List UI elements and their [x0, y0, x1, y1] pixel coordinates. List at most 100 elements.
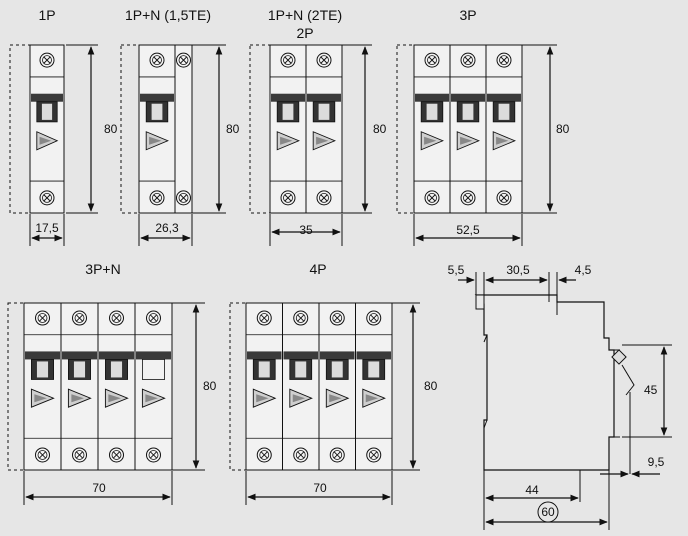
- breaker-pole: [305, 44, 343, 214]
- breaker-pole: [245, 302, 283, 471]
- width-dimension-3p: [413, 214, 523, 246]
- terminal-screw-icon: [176, 52, 191, 68]
- width-label-2p: 35: [299, 223, 313, 237]
- side-top-dimension: [458, 272, 576, 302]
- breaker-pole: [449, 44, 487, 214]
- terminal-screw-icon: [72, 310, 87, 326]
- terminal-screw-icon: [460, 52, 476, 68]
- terminal-screw-icon: [460, 190, 476, 206]
- terminal-screw-icon: [280, 190, 296, 206]
- title-4p: 4P: [309, 261, 326, 277]
- height-label-2p: 80: [373, 122, 387, 136]
- height-dimension-1p-n-15te: [190, 44, 226, 214]
- breaker-pole: [282, 302, 320, 471]
- terminal-screw-icon: [109, 310, 124, 326]
- width-dimension-1p: [29, 214, 65, 246]
- trip-indicator-icon: [420, 131, 444, 151]
- side-dim-60: 60: [541, 505, 555, 519]
- side-view-body: [474, 294, 615, 471]
- height-label-4p: 80: [424, 379, 438, 393]
- breaker-3p: [396, 44, 523, 214]
- terminal-screw-icon: [316, 52, 332, 68]
- side-dim-30-5: 30,5: [506, 263, 530, 277]
- terminal-screw-icon: [39, 190, 55, 206]
- terminal-screw-icon: [176, 190, 191, 206]
- breaker-pole: [134, 302, 173, 471]
- height-dimension-4p: [392, 302, 420, 471]
- width-label-3p-n: 70: [92, 481, 106, 495]
- breaker-1p-n-15te: [120, 44, 193, 214]
- terminal-screw-icon: [496, 190, 512, 206]
- breaker-pole: [355, 302, 393, 471]
- side-view: [474, 294, 635, 471]
- title-3p-n: 3P+N: [85, 261, 120, 277]
- terminal-screw-icon: [366, 310, 382, 326]
- side-dim-4-5: 4,5: [575, 263, 592, 277]
- terminal-screw-icon: [146, 310, 161, 326]
- title-2p: 2P: [296, 25, 313, 41]
- side-dim-44: 44: [525, 483, 539, 497]
- side-dim-60-circle: [537, 501, 559, 523]
- terminal-screw-icon: [149, 52, 165, 68]
- terminal-screw-icon: [35, 310, 50, 326]
- breaker-pole: [413, 44, 451, 214]
- terminal-screw-icon: [149, 190, 165, 206]
- width-dimension-1p-n-15te: [138, 214, 193, 246]
- side-bottom-dimension: [483, 470, 608, 530]
- breaker-pole: [485, 44, 523, 214]
- terminal-screw-icon: [256, 310, 272, 326]
- terminal-screw-icon: [39, 52, 55, 68]
- width-dimension-2p: [269, 214, 343, 246]
- width-dimension-4p: [245, 471, 393, 505]
- trip-indicator-icon: [325, 388, 350, 408]
- terminal-screw-icon: [424, 52, 440, 68]
- height-label-3p: 80: [556, 122, 570, 136]
- breaker-pole: [29, 44, 65, 214]
- title-3p: 3P: [459, 7, 476, 23]
- trip-indicator-icon: [141, 388, 166, 408]
- terminal-screw-icon: [496, 52, 512, 68]
- terminal-screw-icon: [293, 447, 309, 463]
- trip-indicator-icon: [145, 131, 169, 151]
- width-dimension-3p-n: [23, 471, 173, 505]
- trip-indicator-icon: [289, 388, 313, 408]
- trip-indicator-icon: [104, 388, 129, 408]
- terminal-screw-icon: [329, 447, 345, 463]
- side-right-dimension: [600, 392, 660, 530]
- trip-indicator-icon: [67, 388, 92, 408]
- breaker-pole: [138, 44, 176, 214]
- breaker-3p-n: [7, 302, 173, 471]
- terminal-screw-icon: [256, 447, 272, 463]
- terminal-screw-icon: [72, 447, 87, 463]
- width-label-1p-n-15te: 26,3: [155, 221, 179, 235]
- title-1p-n-2te: 1P+N (2TE): [268, 7, 342, 23]
- side-dim-5-5: 5,5: [448, 263, 465, 277]
- height-dimension-2p: [340, 44, 372, 214]
- terminal-screw-icon: [316, 190, 332, 206]
- breaker-pole: [269, 44, 307, 214]
- side-dim-45: 45: [644, 383, 658, 397]
- height-dimension-3p: [522, 44, 557, 214]
- trip-indicator-icon: [252, 388, 277, 408]
- terminal-screw-icon: [109, 447, 124, 463]
- width-label-4p: 70: [313, 481, 327, 495]
- height-dimension-3p-n: [172, 302, 205, 471]
- trip-indicator-icon: [312, 131, 336, 151]
- breaker-4p: [229, 302, 393, 471]
- trip-indicator-icon: [36, 131, 59, 151]
- height-dimension-1p: [66, 44, 98, 214]
- trip-indicator-icon: [30, 388, 55, 408]
- terminal-screw-icon: [366, 447, 382, 463]
- breaker-pole: [318, 302, 356, 471]
- width-label-1p: 17,5: [35, 221, 59, 235]
- trip-indicator-icon: [492, 131, 516, 151]
- breaker-1p: [9, 44, 65, 214]
- width-label-3p: 52,5: [456, 223, 480, 237]
- trip-indicator-icon: [276, 131, 300, 151]
- height-label-3p-n: 80: [203, 379, 217, 393]
- terminal-screw-icon: [146, 447, 161, 463]
- trip-indicator-icon: [362, 388, 386, 408]
- trip-indicator-icon: [456, 131, 480, 151]
- breaker-pole: [97, 302, 136, 471]
